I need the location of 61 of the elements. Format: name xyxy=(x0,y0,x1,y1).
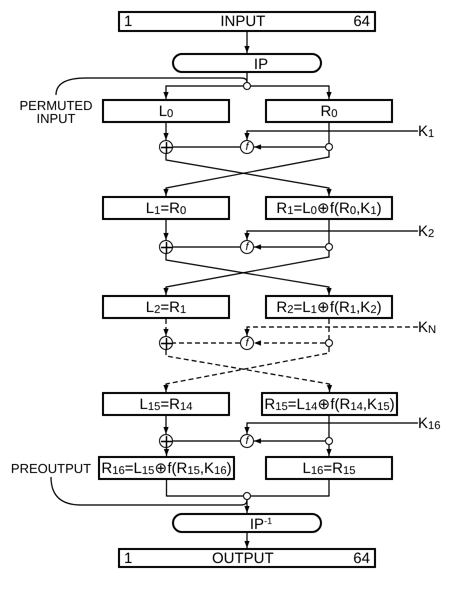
process-box: L$_{15}$=R$_{14}$ xyxy=(102,392,230,416)
register-box xyxy=(118,548,376,568)
arrow xyxy=(164,448,170,456)
connector-line xyxy=(55,77,248,96)
connector-line xyxy=(328,123,330,143)
xor-symbol xyxy=(159,336,173,350)
connector-line xyxy=(173,146,240,148)
arrow xyxy=(254,438,325,444)
connector-line xyxy=(50,476,248,506)
arrow xyxy=(163,85,243,99)
process-box: R$_{16}$=L$_{15}$⊕f(R$_{15}$,K$_{16}$) xyxy=(98,456,235,480)
xor-symbol xyxy=(159,140,173,154)
connector-line xyxy=(328,319,330,339)
box-label: 64 xyxy=(353,550,370,566)
arrow xyxy=(244,500,250,513)
annotation-text: PERMUTED INPUT xyxy=(12,95,100,129)
arrow xyxy=(254,244,325,250)
key-label: K$_{1}$ xyxy=(418,122,444,140)
connector-line xyxy=(328,220,330,243)
connector-line xyxy=(328,416,330,437)
permutation-box: IP$^{-1}$ xyxy=(172,513,322,533)
arrow xyxy=(326,445,332,456)
arrow xyxy=(254,144,325,150)
key-label: K$_{2}$ xyxy=(418,222,444,240)
box-label: 1 xyxy=(124,550,132,566)
connector-line xyxy=(173,342,240,344)
arrow xyxy=(163,123,169,140)
process-box: L$_{2}$=R$_{1}$ xyxy=(102,295,230,319)
key-label: K$_{N}$ xyxy=(418,318,444,336)
arrow xyxy=(163,319,169,336)
box-label: 64 xyxy=(353,14,370,29)
arrow xyxy=(254,340,325,346)
connector-line xyxy=(166,480,243,497)
arrow xyxy=(244,230,418,240)
permutation-box: IP xyxy=(172,53,322,73)
arrow xyxy=(244,533,250,548)
arrow xyxy=(244,130,418,140)
xor-symbol xyxy=(159,434,173,448)
process-box: R$_{0}$ xyxy=(265,99,393,123)
arrow xyxy=(244,422,418,434)
process-box: R$_{15}$=L$_{14}$⊕f(R$_{14}$,K$_{15}$) xyxy=(261,392,398,416)
process-box: R$_{1}$=L$_{0}$⊕f(R$_{0}$,K$_{1}$) xyxy=(265,196,393,220)
process-box: L$_{0}$ xyxy=(102,99,230,123)
xor-symbol xyxy=(159,240,173,254)
box-label: 1 xyxy=(124,14,132,29)
process-box: L$_{1}$=R$_{0}$ xyxy=(102,196,230,220)
arrow xyxy=(163,220,169,240)
arrow xyxy=(244,32,250,53)
connector-line xyxy=(173,246,240,248)
arrow xyxy=(244,326,418,336)
box-label: OUTPUT xyxy=(212,550,274,566)
register-box xyxy=(118,11,376,32)
annotation-text: PREOUTPUT xyxy=(6,459,96,477)
connector-line xyxy=(251,480,330,497)
arrow xyxy=(163,416,169,434)
connector-line xyxy=(173,440,240,442)
process-box: L$_{16}$=R$_{15}$ xyxy=(265,456,393,480)
key-label: K$_{16}$ xyxy=(418,414,450,432)
process-box: R$_{2}$=L$_{1}$⊕f(R$_{1}$,K$_{2}$) xyxy=(265,295,393,319)
box-label: INPUT xyxy=(220,14,266,29)
arrow xyxy=(251,85,332,99)
